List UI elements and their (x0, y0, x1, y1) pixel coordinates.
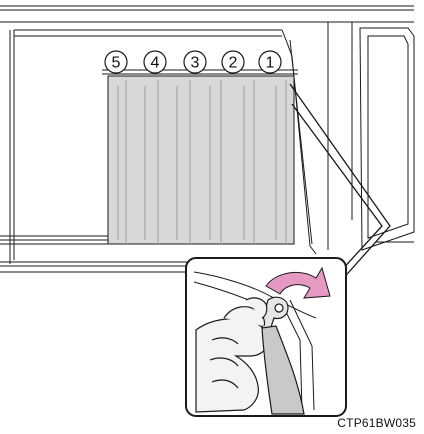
callout-2: 2 (229, 55, 238, 72)
callout-1: 1 (266, 55, 275, 72)
window-curtain (102, 70, 298, 244)
callout-5: 5 (112, 55, 121, 72)
figure-code: CTP61BW035 (337, 416, 416, 430)
callout-3: 3 (191, 55, 200, 72)
callout-4: 4 (151, 55, 160, 72)
curtain-panel (108, 76, 294, 244)
detail-inset (186, 258, 346, 416)
